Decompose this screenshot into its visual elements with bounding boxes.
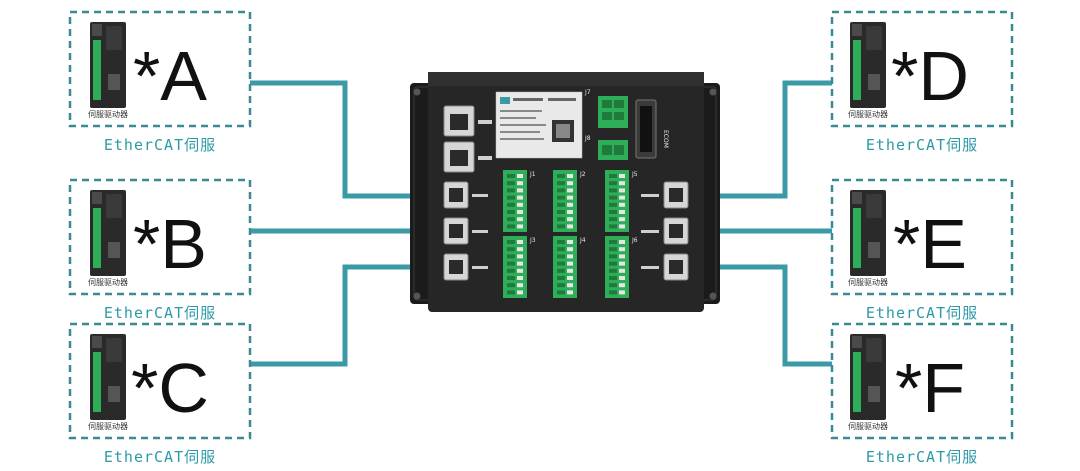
servo-device-label: 伺服驱动器	[848, 421, 888, 431]
servo-caption: EtherCAT伺服	[866, 448, 978, 466]
servo-device-label: 伺服驱动器	[88, 421, 128, 431]
label-logo	[500, 97, 510, 104]
servo-group-e: 伺服驱动器 *E EtherCAT伺服	[832, 180, 1012, 322]
terminal-j3	[553, 170, 577, 232]
servo-drive-icon	[90, 334, 126, 420]
servo-caption: EtherCAT伺服	[866, 304, 978, 322]
servo-device-label: 伺服驱动器	[88, 109, 128, 119]
terminal-j4	[553, 236, 577, 298]
terminal-j1	[503, 170, 527, 232]
servo-group-a: 伺服驱动器 *A EtherCAT伺服	[70, 12, 250, 154]
servo-drive-icon	[90, 22, 126, 108]
connector-label-j8: J8	[584, 135, 591, 142]
servo-mark-c: *C	[131, 349, 209, 427]
mount-hole-br	[710, 293, 717, 300]
mount-hole-tl	[414, 89, 421, 96]
mount-hole-tr	[710, 89, 717, 96]
connector-label-j3: J3	[529, 237, 536, 244]
right-port-holes	[669, 188, 683, 274]
servo-group-f: 伺服驱动器 *F EtherCAT伺服	[832, 324, 1012, 466]
servo-caption: EtherCAT伺服	[866, 136, 978, 154]
servo-mark-a: *A	[133, 37, 207, 115]
label-line-3	[500, 110, 542, 112]
label-line-2	[548, 98, 576, 101]
servo-caption: EtherCAT伺服	[104, 448, 216, 466]
connector-label-j7: J7	[584, 89, 591, 96]
servo-group-d: 伺服驱动器*D EtherCAT伺服	[832, 12, 1012, 154]
label-line-5	[500, 124, 546, 126]
servo-device-label: 伺服驱动器	[88, 277, 128, 287]
ecom-label: ECOM	[662, 130, 669, 148]
terminal-j2	[503, 236, 527, 298]
servo-mark-e: *E	[893, 205, 967, 283]
servo-mark-b: *B	[133, 205, 207, 283]
servo-group-b: 伺服驱动器 *B EtherCAT伺服	[70, 180, 250, 322]
servo-caption: EtherCAT伺服	[104, 304, 216, 322]
connector-label-j4: J4	[579, 237, 586, 244]
label-line-7	[500, 138, 544, 140]
label-line-1	[513, 98, 543, 101]
controller-top-band	[428, 72, 704, 86]
servo-drive-icon	[850, 334, 886, 420]
ethercat-controller: ECOM J1 J2 J3 J4 J5 J6 J7 J8	[410, 72, 720, 312]
label-line-4	[500, 117, 536, 119]
servo-group-c: 伺服驱动器*C EtherCAT伺服	[70, 324, 250, 466]
connector-label-j5: J5	[631, 171, 638, 178]
terminal-j5	[605, 170, 629, 232]
connector-label-j6: J6	[631, 237, 638, 244]
label-line-6	[500, 131, 540, 133]
servo-mark-d: *D	[891, 37, 969, 115]
mount-hole-bl	[414, 293, 421, 300]
servo-drive-icon	[850, 190, 886, 276]
servo-drive-icon	[90, 190, 126, 276]
terminal-j6	[605, 236, 629, 298]
connector-label-j2: J2	[579, 171, 586, 178]
qr-code-inner	[556, 124, 570, 138]
servo-mark-f: *F	[895, 349, 965, 427]
servo-device-label: 伺服驱动器	[848, 109, 888, 119]
servo-caption: EtherCAT伺服	[104, 136, 216, 154]
servo-device-label: 伺服驱动器	[848, 277, 888, 287]
connector-label-j1: J1	[529, 171, 536, 178]
servo-drive-icon	[850, 22, 886, 108]
